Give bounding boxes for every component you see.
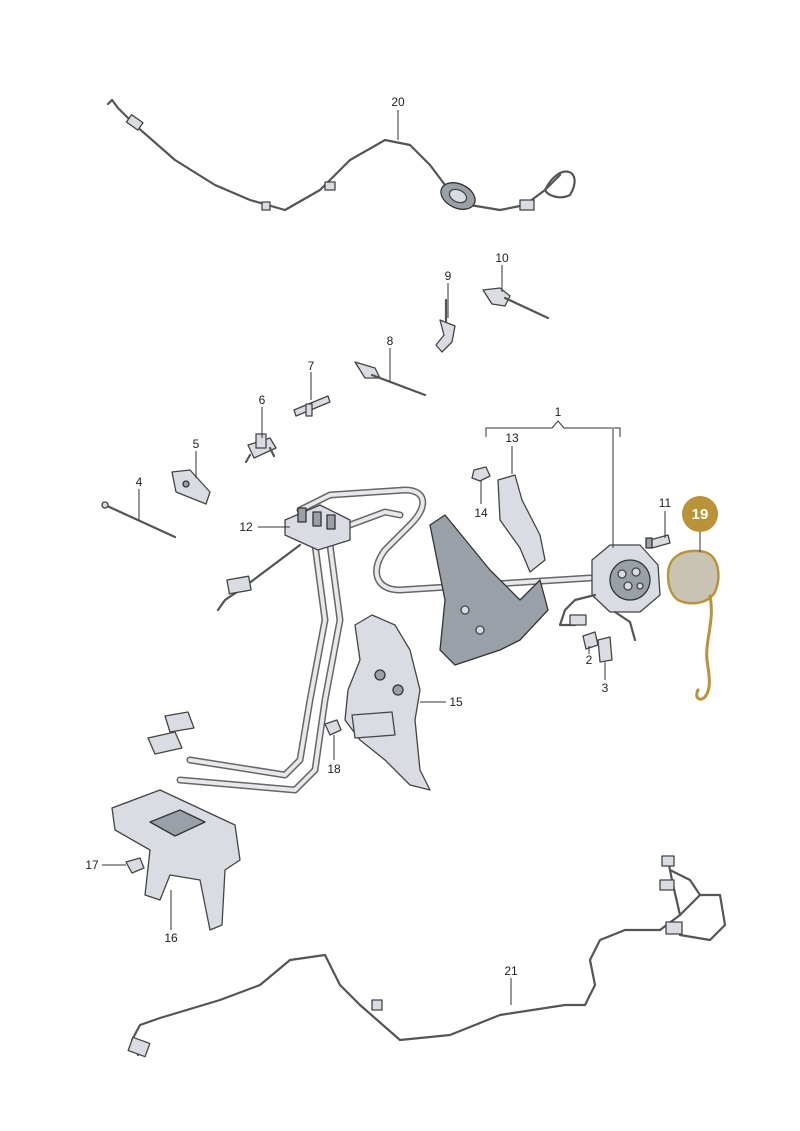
callout-labels: 20 10 9 8 7 6 5 4 12 1 13 14 11 2 3 15 1… xyxy=(85,95,671,978)
part-5-bracket xyxy=(171,469,211,505)
part-18-nut xyxy=(324,719,342,736)
part-16-bracket xyxy=(111,789,241,931)
callout-8: 8 xyxy=(387,334,394,348)
part-15-heat-shield xyxy=(344,614,431,791)
part-4-tie xyxy=(101,501,177,539)
callout-18: 18 xyxy=(327,762,341,776)
part-17-nut xyxy=(125,857,145,874)
part-1-charging-socket xyxy=(558,544,661,642)
part-6-holder xyxy=(244,433,277,464)
callout-5: 5 xyxy=(193,437,200,451)
part-10-bracket xyxy=(482,287,550,320)
part-12-tube-loom xyxy=(147,486,594,794)
part-9-clip xyxy=(435,298,456,353)
callout-2: 2 xyxy=(586,653,593,667)
callout-10: 10 xyxy=(495,251,509,265)
callout-14: 14 xyxy=(474,506,488,520)
callout-1: 1 xyxy=(555,405,562,419)
part-7-clip xyxy=(293,395,331,417)
callout-20: 20 xyxy=(391,95,405,109)
part-11-screw xyxy=(645,534,671,549)
callout-13: 13 xyxy=(505,431,519,445)
callout-6: 6 xyxy=(259,393,266,407)
part-20-cable xyxy=(106,98,576,212)
part-21-cable xyxy=(127,855,727,1058)
callout-12: 12 xyxy=(239,520,253,534)
leader-lines xyxy=(102,110,701,1005)
callout-15: 15 xyxy=(449,695,463,709)
part-13-bracket xyxy=(429,474,549,666)
part-8-tie xyxy=(354,361,427,397)
part-19-cover-cap xyxy=(666,549,720,701)
part-2-connector xyxy=(582,631,599,650)
callout-17: 17 xyxy=(85,858,99,872)
callout-19-badge[interactable] xyxy=(682,496,718,532)
callout-16: 16 xyxy=(164,931,178,945)
callout-9: 9 xyxy=(445,269,452,283)
part-14-nut xyxy=(471,466,491,482)
callout-3: 3 xyxy=(602,681,609,695)
callout-11: 11 xyxy=(659,496,672,510)
callout-21: 21 xyxy=(504,964,518,978)
part-3-clip xyxy=(597,636,613,663)
callout-19[interactable]: 19 xyxy=(692,506,709,523)
callout-4: 4 xyxy=(136,475,143,489)
callout-7: 7 xyxy=(308,359,315,373)
callout-19-highlight[interactable]: 19 xyxy=(682,496,718,532)
